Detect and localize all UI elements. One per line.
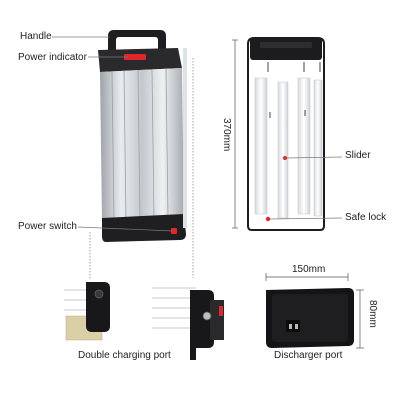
power-indicator-label: Power indicator — [18, 52, 87, 63]
charging-port-closeup — [150, 278, 224, 362]
double-charging-port-photo — [64, 280, 114, 344]
handle-label: Handle — [20, 31, 52, 42]
slider-rails — [254, 77, 323, 219]
side-strip — [183, 48, 187, 228]
rail-screws — [267, 62, 321, 118]
bottom-base — [102, 214, 186, 242]
leader-lines-right — [269, 156, 343, 220]
discharger-port-label: Discharger port — [274, 350, 343, 361]
power-switch-label: Power switch — [18, 221, 77, 232]
safe-lock-label: Safe lock — [345, 212, 387, 223]
aluminium-body — [100, 68, 184, 222]
battery-pack — [98, 30, 187, 242]
depth-dimension — [356, 289, 364, 349]
height-dimension-label: 370mm — [221, 118, 232, 152]
safe-lock-marker — [265, 216, 271, 222]
width-dimension-label: 150mm — [292, 264, 326, 275]
discharger-port-photo — [266, 288, 354, 348]
double-charging-port-label: Double charging port — [78, 350, 171, 361]
mount-cradle — [247, 37, 325, 231]
body-grooves — [111, 68, 169, 223]
width-dimension — [265, 273, 349, 281]
leader-lines-left — [52, 36, 194, 285]
slider-marker — [283, 156, 287, 160]
power-switch-button — [171, 228, 177, 234]
power-indicator-light — [124, 54, 146, 60]
depth-dimension-label: 80mm — [367, 300, 378, 328]
handle-shape — [108, 30, 166, 52]
cradle-top-block — [250, 38, 322, 60]
height-dimension — [232, 39, 238, 229]
slider-label: Slider — [345, 150, 371, 161]
